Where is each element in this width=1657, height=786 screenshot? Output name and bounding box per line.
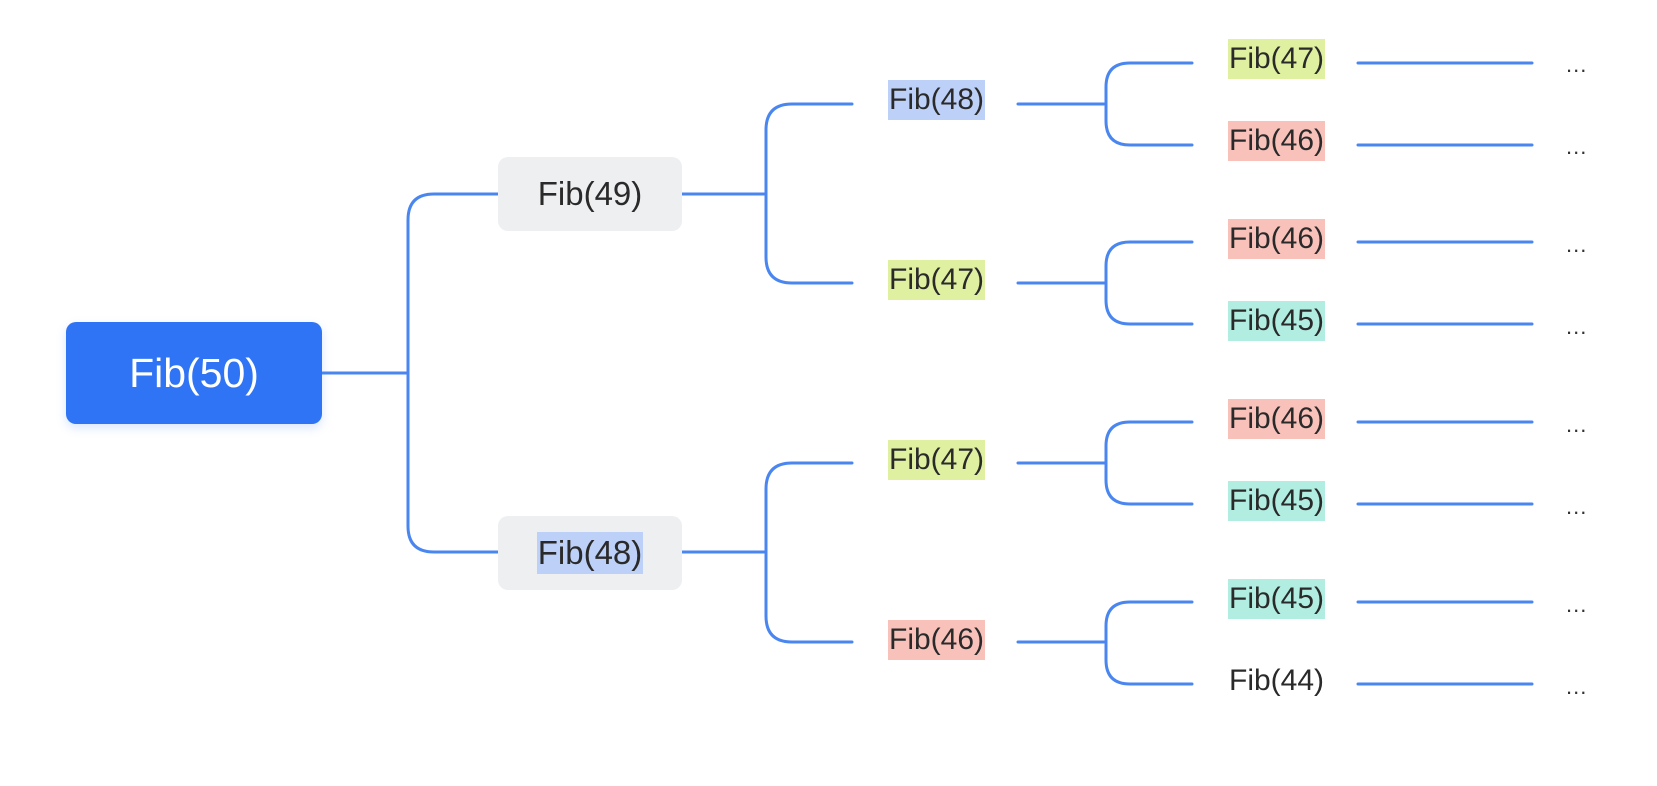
continuation-ellipsis: ... [1566,52,1588,77]
root-connector-branch [406,192,500,554]
level2-node-fib-47: Fib(47) [888,260,986,300]
level1-node-label: Fib(48) [536,532,644,574]
continuation-ellipsis: ... [1566,674,1588,699]
continuation-ellipsis: ... [1566,232,1588,257]
level2-node-fib-48: Fib(48) [888,80,986,120]
level2-connector-2-branch [1104,420,1194,506]
level3-node-fib-47: Fib(47) [1228,39,1326,79]
continuation-ellipsis: ... [1566,134,1588,159]
continuation-ellipsis: ... [1566,412,1588,437]
level3-node-fib-45: Fib(45) [1228,301,1326,341]
level2-connector-0-branch [1104,61,1194,147]
level3-node-fib-45: Fib(45) [1228,579,1326,619]
continuation-ellipsis: ... [1566,494,1588,519]
fib48-connector-branch [764,461,854,644]
level2-connector-1-branch [1104,240,1194,326]
root-node-label: Fib(50) [129,349,259,396]
fib49-connector-branch [764,102,854,285]
level1-node-fib-49: Fib(49) [498,157,682,231]
continuation-ellipsis: ... [1566,592,1588,617]
level1-node-label: Fib(49) [537,175,643,212]
level3-node-fib-46: Fib(46) [1228,121,1326,161]
level3-node-fib-46: Fib(46) [1228,219,1326,259]
level1-node-fib-48: Fib(48) [498,516,682,590]
root-node-fib-50: Fib(50) [66,322,322,424]
continuation-ellipsis: ... [1566,314,1588,339]
level2-node-fib-47: Fib(47) [888,440,986,480]
level3-node-fib-46: Fib(46) [1228,399,1326,439]
level2-connector-3-branch [1104,600,1194,686]
level3-node-fib-44: Fib(44) [1229,664,1325,697]
level2-node-fib-46: Fib(46) [888,620,986,660]
level3-node-fib-45: Fib(45) [1228,481,1326,521]
